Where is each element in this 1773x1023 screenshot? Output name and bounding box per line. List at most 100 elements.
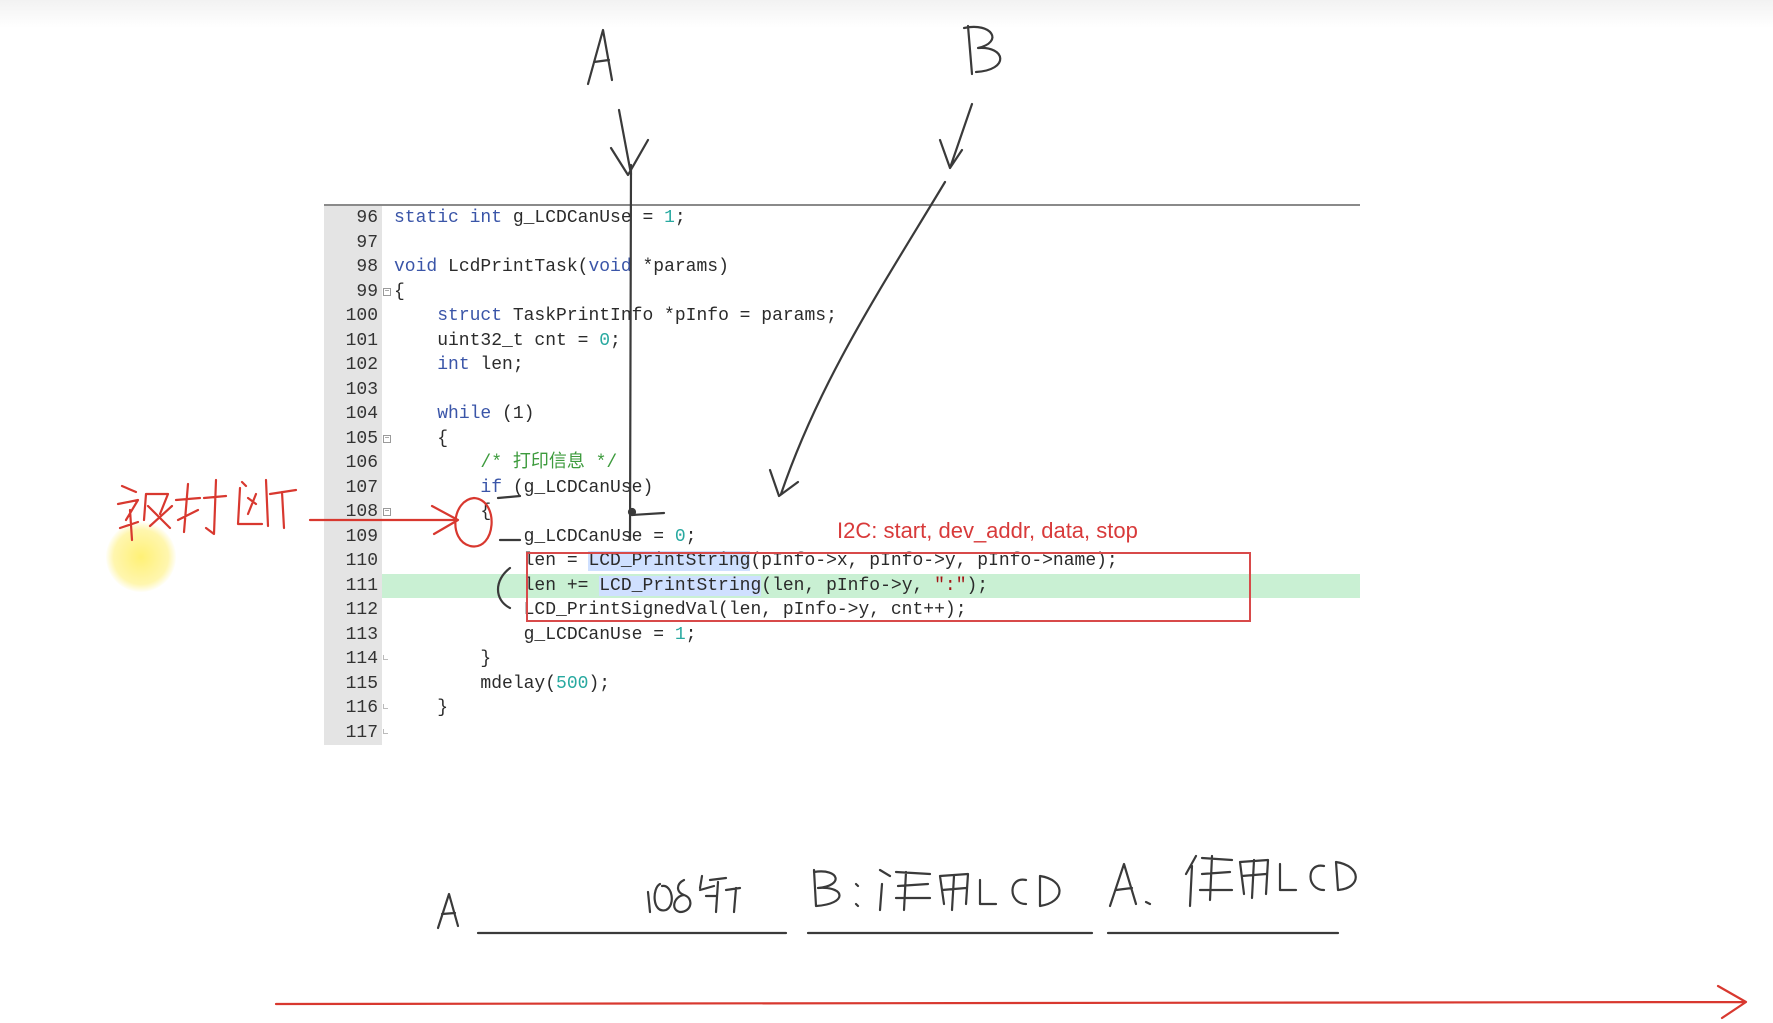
line-number: 114 <box>324 647 382 672</box>
code-token: { <box>394 502 492 522</box>
code-token: } <box>394 649 492 669</box>
code-token: while <box>437 404 492 424</box>
code-token: void <box>394 257 438 277</box>
code-token: LCD_PrintString <box>599 575 762 596</box>
line-text: len += LCD_PrintString(len, pInfo->y, ":… <box>394 574 988 599</box>
code-line[interactable]: 103 <box>324 377 1360 402</box>
code-line[interactable]: 111 len += LCD_PrintString(len, pInfo->y… <box>324 573 1360 599</box>
line-text: if (g_LCDCanUse) <box>394 476 653 501</box>
code-token: ); <box>966 575 989 596</box>
code-token <box>394 355 437 375</box>
line-number: 107 <box>324 475 382 500</box>
line-number: 112 <box>324 598 382 623</box>
code-token <box>394 453 480 473</box>
hand-letter-a-bottom <box>436 892 460 930</box>
fold-toggle-icon[interactable]: − <box>383 286 391 296</box>
code-line[interactable]: 107 if (g_LCDCanUse) <box>324 475 1360 501</box>
code-line[interactable]: 99−{ <box>324 279 1360 305</box>
code-token: *params) <box>631 257 729 277</box>
i2c-annotation: I2C: start, dev_addr, data, stop <box>837 518 1138 543</box>
code-line[interactable]: 116 } <box>324 696 1360 721</box>
code-token: mdelay( <box>394 673 557 694</box>
line-text: struct TaskPrintInfo *pInfo = params; <box>394 304 837 329</box>
code-token: ; <box>685 526 697 547</box>
code-token: (g_LCDCanUse) <box>502 477 654 498</box>
code-token: 500 <box>556 673 589 694</box>
hand-text-a-use-lcd <box>1108 854 1357 908</box>
code-token: if <box>480 477 503 498</box>
line-text: { <box>394 280 405 305</box>
code-line[interactable]: 106 /* 打印信息 */ <box>324 451 1360 476</box>
code-token: } <box>394 698 449 718</box>
line-number: 108 <box>324 500 382 525</box>
line-number: 97 <box>324 230 382 255</box>
line-text: static int g_LCDCanUse = 1; <box>394 206 686 231</box>
code-line[interactable]: 101 uint32_t cnt = 0; <box>324 328 1360 354</box>
code-token: LcdPrintTask( <box>437 257 589 277</box>
line-number: 104 <box>324 402 382 427</box>
line-text: /* 打印信息 */ <box>394 451 617 476</box>
code-token: void <box>588 257 632 277</box>
code-token: LCD_PrintString <box>588 551 751 571</box>
fold-toggle-icon[interactable]: − <box>383 507 391 516</box>
line-number: 101 <box>324 328 382 353</box>
line-text: while (1) <box>394 402 534 427</box>
code-token: (pInfo->x, pInfo->y, pInfo->name); <box>750 551 1118 571</box>
code-token: g_LCDCanUse = <box>502 208 665 228</box>
code-token: ); <box>588 673 611 694</box>
window-top-bar <box>0 0 1773 28</box>
code-token: 1 <box>674 624 686 645</box>
line-text: mdelay(500); <box>394 672 610 697</box>
i2c-code-highlight-box <box>526 552 1251 622</box>
code-token: uint32_t cnt = <box>394 330 600 351</box>
code-token: 0 <box>674 526 686 547</box>
code-token: struct <box>437 306 503 326</box>
line-text: uint32_t cnt = 0; <box>394 329 621 354</box>
code-line[interactable]: 104 while (1) <box>324 402 1360 427</box>
code-token: 0 <box>599 330 611 351</box>
line-number: 117 <box>324 720 382 745</box>
line-number: 106 <box>324 451 382 476</box>
fold-toggle-icon[interactable]: − <box>383 433 391 443</box>
code-line[interactable]: 110 len = LCD_PrintString(pInfo->x, pInf… <box>324 549 1360 574</box>
code-token: len += <box>394 575 600 596</box>
hand-text-b-use-lcd <box>812 868 1061 912</box>
fold-end-marker <box>383 704 388 709</box>
code-token: ; <box>685 624 697 645</box>
code-token: (len, pInfo->y, <box>761 575 935 596</box>
code-token: TaskPrintInfo *pInfo = params; <box>502 306 837 326</box>
code-token: int <box>469 208 503 228</box>
code-line[interactable]: 112 LCD_PrintSignedVal(len, pInfo->y, cn… <box>324 598 1360 623</box>
code-token: (1) <box>491 404 535 424</box>
hand-arrow-a <box>609 108 650 177</box>
line-number: 98 <box>324 255 382 280</box>
code-token <box>394 404 437 424</box>
code-line[interactable]: 102 int len; <box>324 353 1360 378</box>
line-text: void LcdPrintTask(void *params) <box>394 255 729 280</box>
code-token: 1 <box>664 208 675 228</box>
code-token: ":" <box>934 575 967 596</box>
code-token: { <box>394 281 405 302</box>
code-line[interactable]: 117 <box>324 720 1360 745</box>
line-text: { <box>394 427 448 452</box>
code-line[interactable]: 97 <box>324 230 1360 255</box>
line-text: g_LCDCanUse = 1; <box>394 623 697 648</box>
line-number: 102 <box>324 353 382 378</box>
code-line[interactable]: 105− { <box>324 426 1360 452</box>
line-number: 103 <box>324 377 382 402</box>
code-line[interactable]: 115 mdelay(500); <box>324 671 1360 697</box>
line-number: 100 <box>324 304 382 329</box>
hand-text-108-line <box>646 874 742 914</box>
code-line[interactable]: 100 struct TaskPrintInfo *pInfo = params… <box>324 304 1360 329</box>
code-line[interactable]: 113 g_LCDCanUse = 1; <box>324 622 1360 648</box>
code-token: ; <box>610 330 621 351</box>
code-line[interactable]: 98 void LcdPrintTask(void *params) <box>324 255 1360 280</box>
code-line[interactable]: 114 } <box>324 647 1360 672</box>
code-token <box>394 478 480 498</box>
fold-end-marker <box>383 655 388 660</box>
line-text: } <box>394 696 448 721</box>
line-text: { <box>394 500 491 525</box>
line-text: LCD_PrintSignedVal(len, pInfo->y, cnt++)… <box>394 598 967 623</box>
